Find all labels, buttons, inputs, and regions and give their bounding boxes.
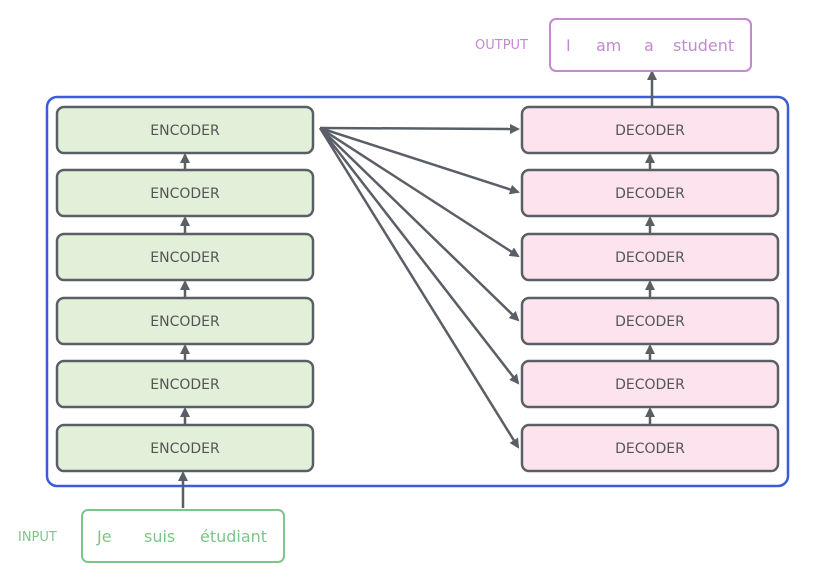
input-words: Je suis étudiant bbox=[96, 527, 267, 546]
encoder-box bbox=[55, 296, 315, 346]
encoder-label: ENCODER bbox=[150, 123, 220, 139]
decoder-block: DECODER bbox=[520, 423, 780, 473]
encoder-label: ENCODER bbox=[150, 314, 220, 330]
encoder-decoder-arrow bbox=[319, 127, 520, 322]
encoder-decoder-arrow bbox=[319, 126, 520, 258]
decoder-box bbox=[520, 232, 780, 282]
encoder-decoder-arrow bbox=[319, 126, 520, 195]
input-token: Je bbox=[96, 527, 112, 546]
decoder-block: DECODER bbox=[520, 105, 780, 155]
encoder-block: ENCODER bbox=[55, 296, 315, 346]
encoder-box bbox=[55, 232, 315, 282]
encoder-block: ENCODER bbox=[55, 105, 315, 155]
output-box bbox=[549, 18, 752, 72]
encoder-box bbox=[55, 359, 315, 409]
decoder-label: DECODER bbox=[615, 441, 685, 457]
output-token: student bbox=[673, 36, 734, 55]
decoder-label: DECODER bbox=[615, 377, 685, 393]
arrows-layer bbox=[178, 70, 657, 508]
input-token: étudiant bbox=[200, 527, 267, 546]
decoder-box bbox=[520, 168, 780, 218]
output-label: OUTPUT bbox=[475, 38, 528, 53]
decoder-block: DECODER bbox=[520, 296, 780, 346]
encoder-stack: ENCODER ENCODER ENCODER ENCODER ENCODER ENCOD… bbox=[55, 105, 315, 473]
decoder-label: DECODER bbox=[615, 250, 685, 266]
encoder-decoder-arrow bbox=[318, 127, 520, 449]
encoder-block: ENCODER bbox=[55, 359, 315, 409]
encoder-block: ENCODER bbox=[55, 423, 315, 473]
encoder-label: ENCODER bbox=[150, 377, 220, 393]
output-token: I bbox=[566, 36, 571, 55]
encoder-box bbox=[55, 168, 315, 218]
encoder-box bbox=[55, 423, 315, 473]
input-box bbox=[81, 509, 285, 563]
input-token: suis bbox=[144, 527, 175, 546]
decoder-box bbox=[520, 296, 780, 346]
decoder-stack: DECODER DECODER DECODER DECODER DECODER DECOD… bbox=[520, 105, 780, 473]
output-token: a bbox=[644, 36, 654, 55]
encoder-decoder-arrow bbox=[319, 127, 520, 385]
decoder-box bbox=[520, 105, 780, 155]
input-label: INPUT bbox=[18, 530, 57, 545]
encoder-block: ENCODER bbox=[55, 168, 315, 218]
decoder-block: DECODER bbox=[520, 168, 780, 218]
output-token: am bbox=[596, 36, 621, 55]
decoder-label: DECODER bbox=[615, 186, 685, 202]
encoder-block: ENCODER bbox=[55, 232, 315, 282]
encoder-box bbox=[55, 105, 315, 155]
encoder-label: ENCODER bbox=[150, 186, 220, 202]
encoder-label: ENCODER bbox=[150, 441, 220, 457]
stack-frame bbox=[45, 95, 790, 488]
decoder-block: DECODER bbox=[520, 359, 780, 409]
decoder-box bbox=[520, 359, 780, 409]
decoder-label: DECODER bbox=[615, 123, 685, 139]
encoder-label: ENCODER bbox=[150, 250, 220, 266]
encoder-decoder-arrow bbox=[319, 123, 520, 134]
decoder-block: DECODER bbox=[520, 232, 780, 282]
decoder-label: DECODER bbox=[615, 314, 685, 330]
decoder-box bbox=[520, 423, 780, 473]
